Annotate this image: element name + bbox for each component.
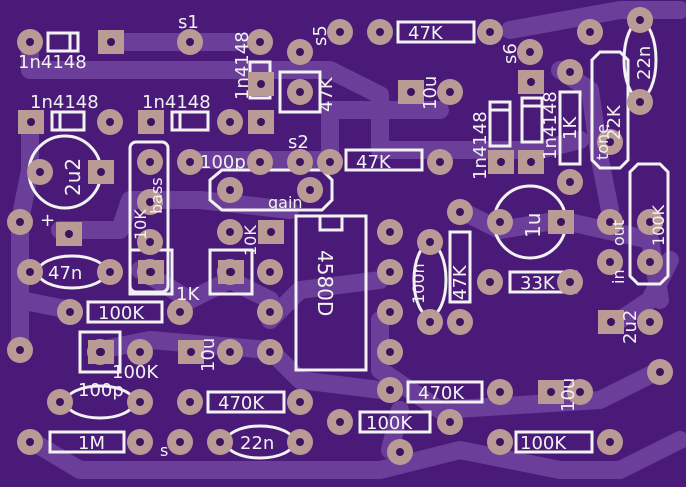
label-r100k-a: 100K <box>98 303 145 324</box>
label-s2: s2 <box>288 132 309 153</box>
label-r100k-b: 100K <box>112 362 159 383</box>
label-s-small: s <box>160 441 168 460</box>
label-c100p-b: 100p <box>78 380 124 401</box>
label-d5: 1n4148 <box>470 111 491 180</box>
label-in: in <box>609 269 628 284</box>
label-c1u: 1u <box>521 213 545 238</box>
label-bass-val: 10K <box>131 209 150 240</box>
label-c10u-b: 10u <box>198 338 219 372</box>
label-c2u2-a: 2u2 <box>61 158 85 196</box>
label-ic: 4580D <box>313 250 337 316</box>
label-plus: + <box>40 210 55 231</box>
label-d3: 1n4148 <box>142 92 211 113</box>
label-r47k-pot: 47K <box>316 76 337 112</box>
label-r1m: 1M <box>78 433 105 454</box>
label-gain-val: 10K <box>241 225 260 256</box>
label-c22n-b: 22n <box>240 433 274 454</box>
label-r1k-b: 1K <box>176 284 200 305</box>
pad-holes <box>16 16 664 456</box>
label-r47k-top: 47K <box>408 23 444 44</box>
label-r1k: 1K <box>560 116 581 140</box>
label-r100k-out: 100K <box>649 204 668 246</box>
label-c22n-top: 22n <box>634 46 655 80</box>
label-tone: tone <box>593 124 612 160</box>
label-c100n: 100n <box>409 263 428 304</box>
label-r33k: 33K <box>520 273 556 294</box>
label-bass: bass <box>147 177 166 214</box>
label-r470k-b: 470K <box>418 383 465 404</box>
label-s6: s6 <box>500 43 521 64</box>
label-r100k-d: 100K <box>520 433 567 454</box>
label-r47k-mid: 47K <box>356 152 392 173</box>
label-c2u2-b: 2u2 <box>620 310 641 344</box>
label-r47k-vert: 47K <box>450 264 471 300</box>
label-c47n: 47n <box>48 263 82 284</box>
label-d1: 1n4148 <box>18 52 87 73</box>
label-gain: gain <box>268 193 303 212</box>
label-c100p-a: 100p <box>200 152 246 173</box>
label-c10u-a: 10u <box>420 76 441 110</box>
label-c10u-c: 10u <box>558 378 579 412</box>
label-d4: 1n4148 <box>232 31 253 100</box>
label-d6: 1n4148 <box>540 91 561 160</box>
label-s1: s1 <box>178 12 199 33</box>
label-r100k-c: 100K <box>366 413 413 434</box>
label-s5: s5 <box>310 25 331 46</box>
label-d2: 1n4148 <box>30 92 99 113</box>
pads <box>7 7 673 465</box>
label-r470k-a: 470K <box>218 393 265 414</box>
label-out: out <box>609 220 628 246</box>
label-c22k: 22K <box>604 104 625 140</box>
labels: 1n4148 s1 1n4148 1n4148 1n4148 s5 47K 47… <box>18 12 668 460</box>
